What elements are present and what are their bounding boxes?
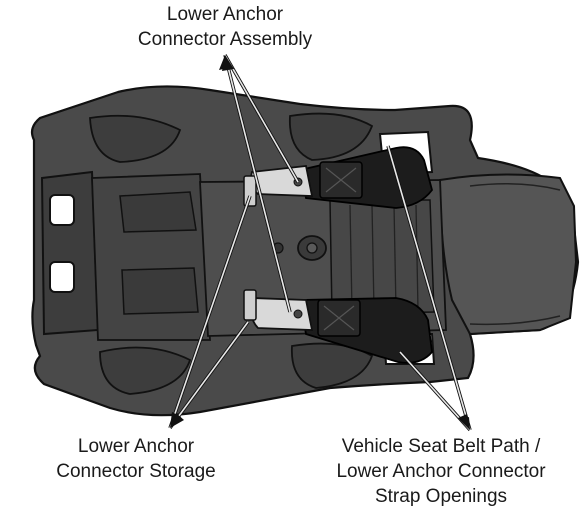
label-vehicle-seat-belt-path: Vehicle Seat Belt Path / Lower Anchor Co…: [306, 434, 576, 509]
label-lower-anchor-connector-assembly: Lower Anchor Connector Assembly: [110, 2, 340, 52]
label-storage-line2: Connector Storage: [56, 461, 216, 482]
footrest-panel: [438, 173, 578, 336]
label-storage-line1: Lower Anchor: [77, 436, 195, 457]
label-belt-path-line2: Lower Anchor Connector: [336, 461, 546, 482]
lower-lower-anchor-connector: [249, 297, 314, 331]
label-belt-path-line3: Strap Openings: [374, 486, 508, 507]
handle-slot-bottom: [49, 261, 75, 293]
label-belt-path-line1: Vehicle Seat Belt Path /: [341, 436, 541, 457]
label-assembly-line1: Lower Anchor: [166, 4, 284, 25]
label-lower-anchor-connector-storage: Lower Anchor Connector Storage: [26, 434, 246, 484]
handle-slot-top: [49, 194, 75, 226]
upper-storage-clip: [243, 175, 257, 207]
arrowheads: [170, 55, 470, 430]
lower-storage-clip: [243, 289, 257, 321]
label-assembly-line2: Connector Assembly: [137, 29, 313, 50]
